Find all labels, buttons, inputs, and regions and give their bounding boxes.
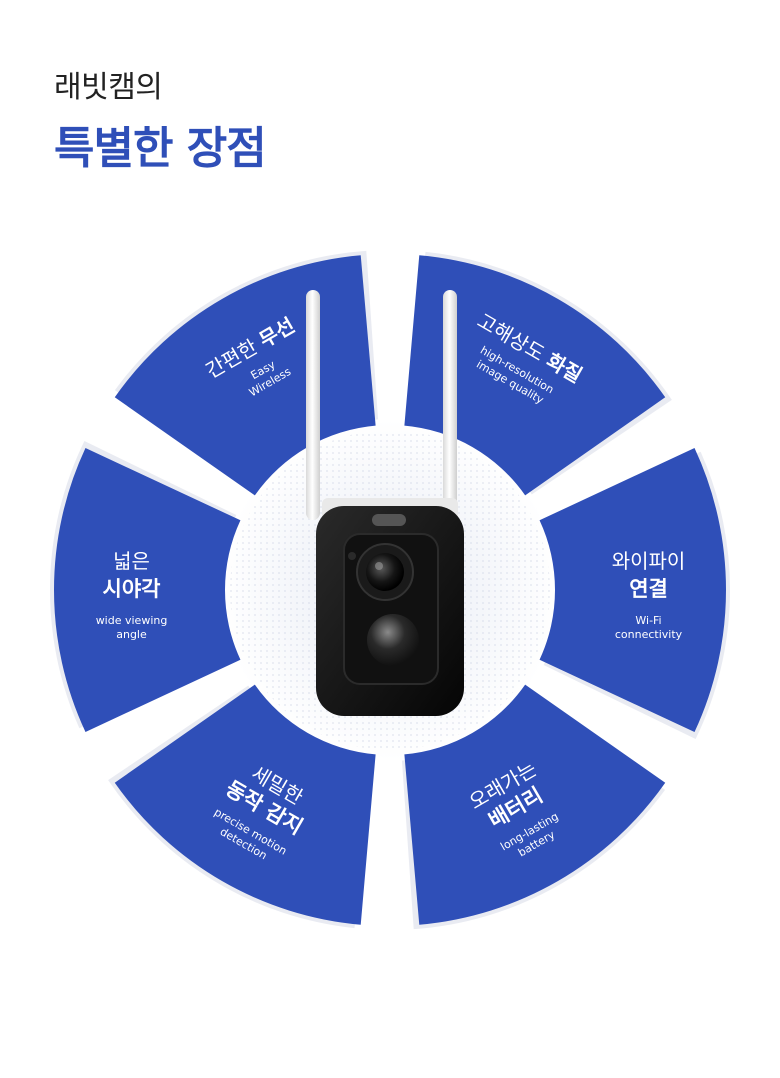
antenna-left	[306, 290, 320, 520]
headline: 특별한 장점	[54, 123, 267, 174]
camera-image	[306, 290, 464, 716]
feature-title-light: 와이파이	[612, 549, 686, 573]
feature-segment	[539, 448, 726, 732]
feature-title-light: 넓은	[113, 549, 150, 573]
feature-subtitle: wide viewing	[96, 614, 168, 627]
antenna-right	[443, 290, 457, 520]
feature-subtitle: connectivity	[615, 628, 683, 641]
feature-segment	[114, 684, 376, 925]
eyebrow-text: 래빗캠의	[54, 70, 163, 105]
motion-sensor	[367, 614, 419, 666]
feature-segment	[404, 684, 666, 925]
feature-title-bold: 시야각	[103, 577, 161, 601]
feature-subtitle: Wi-Fi	[635, 614, 661, 627]
feature-segment	[54, 448, 241, 732]
camera-lens	[366, 553, 404, 591]
feature-title-bold: 연결	[629, 577, 668, 601]
feature-segment	[404, 255, 666, 496]
feature-subtitle: angle	[116, 628, 147, 641]
